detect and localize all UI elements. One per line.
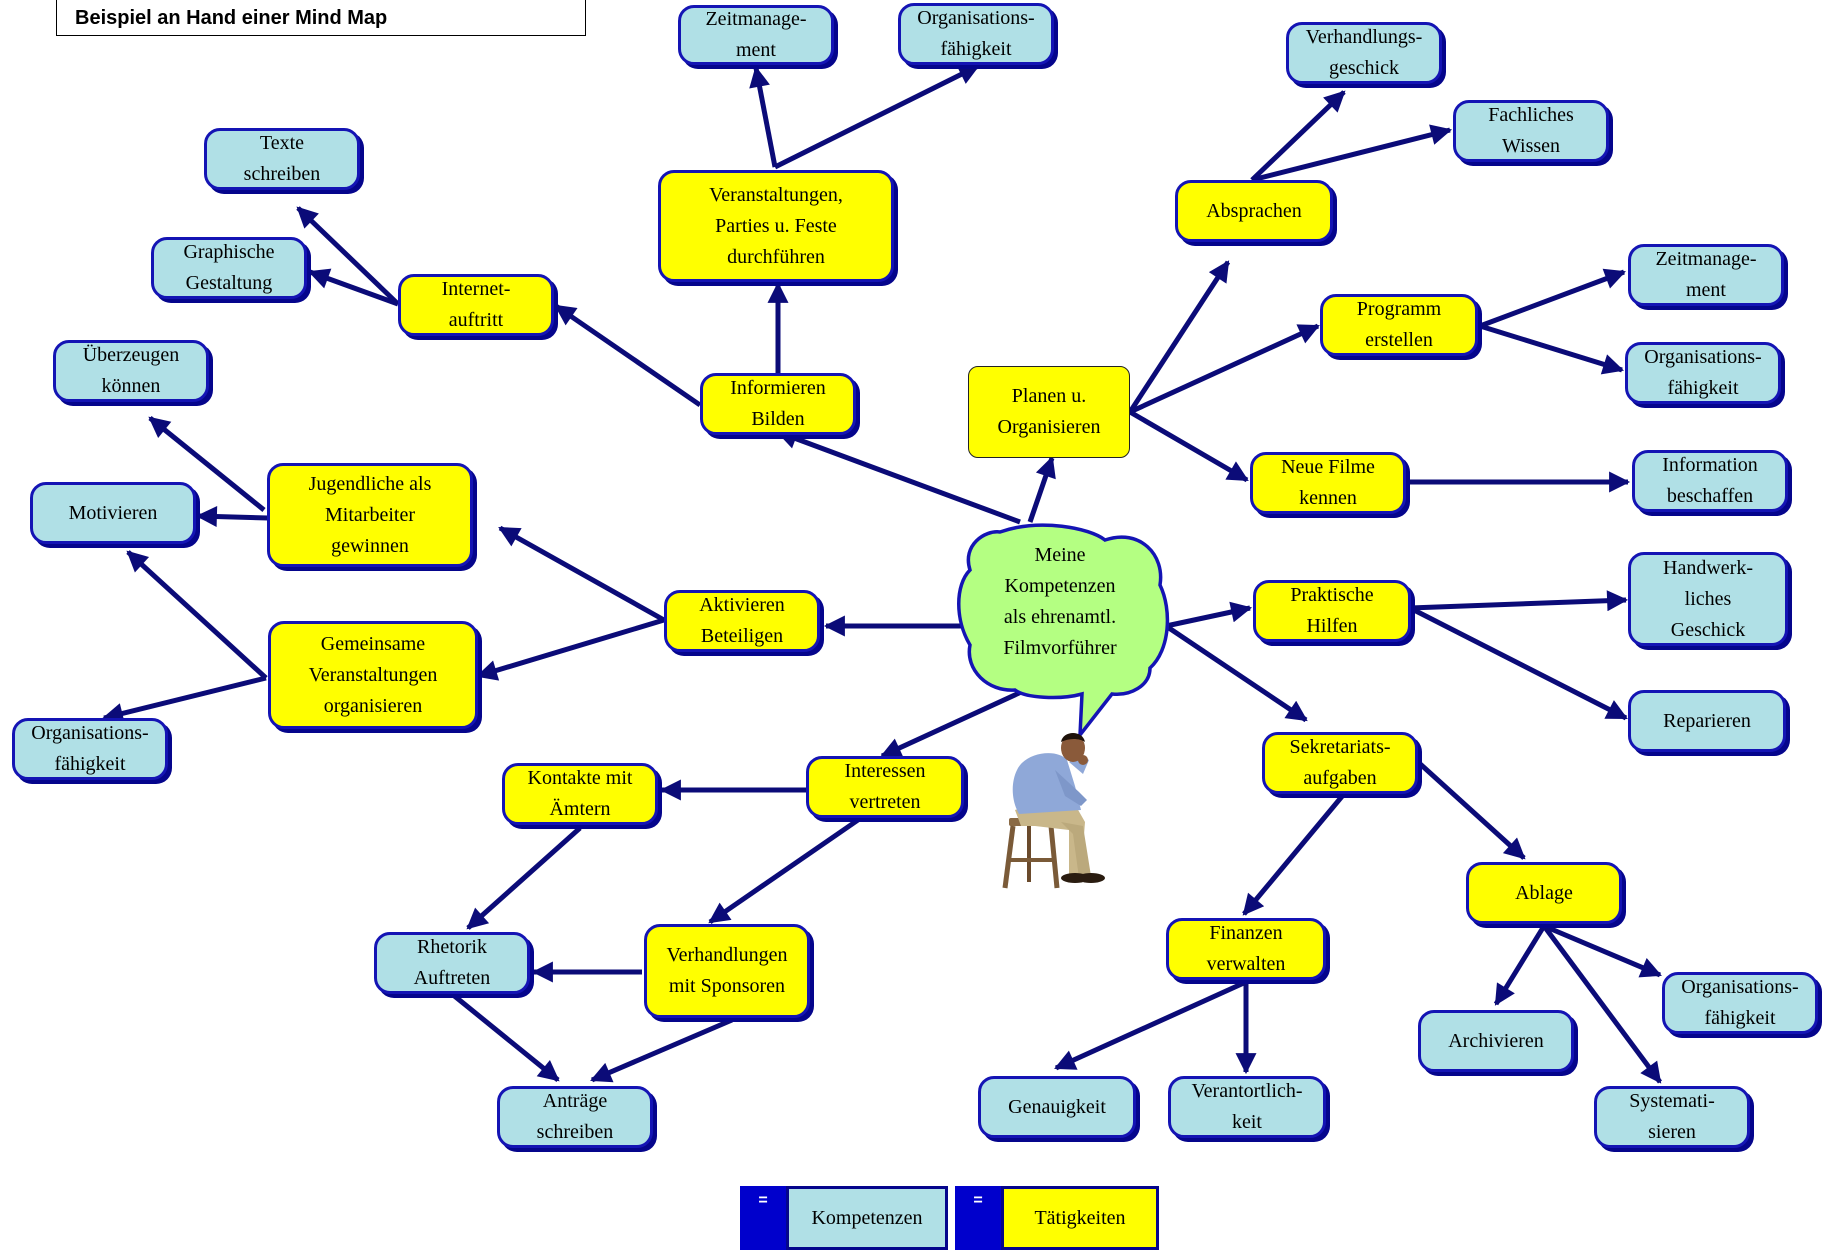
connector-arrow-2 xyxy=(776,428,1021,525)
connector-arrow-5 xyxy=(308,268,399,307)
connector-arrow-24 xyxy=(1541,924,1663,1084)
connector-arrow-32 xyxy=(450,992,560,1082)
node-kontakte: Kontakte mit Ämtern xyxy=(502,763,658,825)
connector-arrow-39 xyxy=(101,675,267,724)
connector-arrow-23 xyxy=(1543,923,1662,978)
node-internet: Internet- auftritt xyxy=(398,274,554,336)
node-aktivieren: Aktivieren Beteiligen xyxy=(664,590,820,652)
node-verantwortlich: Verantortlich- keit xyxy=(1168,1076,1326,1138)
node-fachliches: Fachliches Wissen xyxy=(1453,100,1609,162)
node-sekretariat: Sekretariats- aufgaben xyxy=(1262,732,1418,794)
node-motivieren: Motivieren xyxy=(30,482,196,544)
diagram-title: Beispiel an Hand einer Mind Map xyxy=(75,7,388,29)
node-genauigkeit: Genauigkeit xyxy=(978,1076,1136,1138)
legend-taetigkeiten-label: Tätigkeiten xyxy=(1034,1206,1126,1229)
node-interessen: Interessen vertreten xyxy=(806,756,964,818)
connector-arrow-40 xyxy=(126,550,268,680)
legend-kompetenzen-label: Kompetenzen xyxy=(811,1206,923,1229)
node-verhandlungsgeschick: Verhandlungs- geschick xyxy=(1286,22,1442,84)
connector-arrow-16 xyxy=(1165,601,1253,629)
node-jugendliche: Jugendliche als Mitarbeiter gewinnen xyxy=(267,463,473,567)
connector-arrow-0 xyxy=(749,65,778,168)
connector-arrow-13 xyxy=(1479,323,1625,375)
connector-arrow-29 xyxy=(708,817,860,925)
connector-arrow-8 xyxy=(1127,260,1231,414)
connector-arrow-22 xyxy=(1493,924,1547,1006)
legend-equals-2: = xyxy=(973,1192,983,1209)
connector-arrow-37 xyxy=(195,506,269,528)
node-texte: Texte schreiben xyxy=(204,128,360,190)
connector-arrow-20 xyxy=(1416,760,1526,860)
node-neue-filme: Neue Filme kennen xyxy=(1250,452,1406,514)
connector-arrow-14 xyxy=(1128,409,1249,483)
legend-kompetenzen: Kompetenzen xyxy=(786,1186,948,1250)
connector-arrow-36 xyxy=(498,525,666,623)
center-bubble xyxy=(957,523,1170,741)
connector-arrow-25 xyxy=(1054,979,1248,1071)
connector-arrow-27 xyxy=(880,685,1032,759)
node-handwerk: Handwerk- liches Geschick xyxy=(1628,552,1788,646)
legend-kompetenz-swatch: = xyxy=(740,1186,786,1250)
connector-arrow-19 xyxy=(1164,623,1308,723)
node-zeitmanagement-top: Zeitmanage- ment xyxy=(678,5,834,65)
node-verhandlungen: Verhandlungen mit Sponsoren xyxy=(644,924,810,1018)
node-organisation-left: Organisations- fähigkeit xyxy=(12,718,168,780)
node-information: Information beschaffen xyxy=(1632,450,1788,512)
node-programm: Programm erstellen xyxy=(1320,294,1478,356)
connector-arrow-10 xyxy=(1251,124,1453,183)
connector-arrow-35 xyxy=(475,617,665,681)
connector-arrow-7 xyxy=(1027,456,1056,523)
node-finanzen: Finanzen verwalten xyxy=(1166,918,1326,980)
connector-arrow-4 xyxy=(554,303,702,408)
connector-arrow-17 xyxy=(1409,590,1629,612)
connector-arrow-9 xyxy=(1250,90,1346,182)
node-rhetorik: Rhetorik Auftreten xyxy=(374,932,530,994)
connector-arrow-21 xyxy=(1242,792,1346,916)
connector-arrow-1 xyxy=(773,63,980,170)
node-ueberzeugen: Überzeugen können xyxy=(53,340,209,402)
node-archivieren: Archivieren xyxy=(1418,1010,1574,1072)
node-ablage: Ablage xyxy=(1466,862,1622,924)
node-systematisieren: Systemati- sieren xyxy=(1594,1086,1750,1148)
legend-equals-1: = xyxy=(758,1192,768,1209)
node-gemeinsame: Gemeinsame Veranstaltungen organisieren xyxy=(268,621,478,729)
node-veranstaltungen: Veranstaltungen, Parties u. Feste durchf… xyxy=(658,170,894,282)
node-informieren: Informieren Bilden xyxy=(700,373,856,435)
node-organisation-br: Organisations- fähigkeit xyxy=(1662,972,1818,1034)
node-reparieren: Reparieren xyxy=(1628,690,1786,752)
node-graphische: Graphische Gestaltung xyxy=(151,237,307,299)
node-antraege: Anträge schreiben xyxy=(497,1086,653,1148)
node-organisation-top: Organisations- fähigkeit xyxy=(898,3,1054,65)
connector-arrow-38 xyxy=(148,416,266,512)
connector-arrow-12 xyxy=(1479,268,1626,329)
legend-taetigkeiten: Tätigkeiten xyxy=(1001,1186,1159,1250)
node-planen: Planen u. Organisieren xyxy=(968,366,1130,458)
connector-arrow-18 xyxy=(1408,605,1628,721)
connector-arrow-33 xyxy=(590,1017,733,1083)
legend-taetigkeit-swatch: = xyxy=(955,1186,1001,1250)
center-label: Meine Kompetenzen als ehrenamtl. Filmvor… xyxy=(1003,544,1117,659)
connector-arrow-30 xyxy=(466,826,582,930)
node-zeitmanagement-right: Zeitmanage- ment xyxy=(1628,244,1784,306)
node-absprachen: Absprachen xyxy=(1175,180,1333,242)
connector-arrow-6 xyxy=(296,206,400,306)
title-box: Beispiel an Hand einer Mind Map xyxy=(56,0,586,36)
connector-arrow-11 xyxy=(1128,323,1320,415)
node-organisation-right: Organisations- fähigkeit xyxy=(1625,342,1781,404)
thinking-man-illustration xyxy=(1002,733,1105,889)
node-praktische: Praktische Hilfen xyxy=(1253,580,1411,642)
